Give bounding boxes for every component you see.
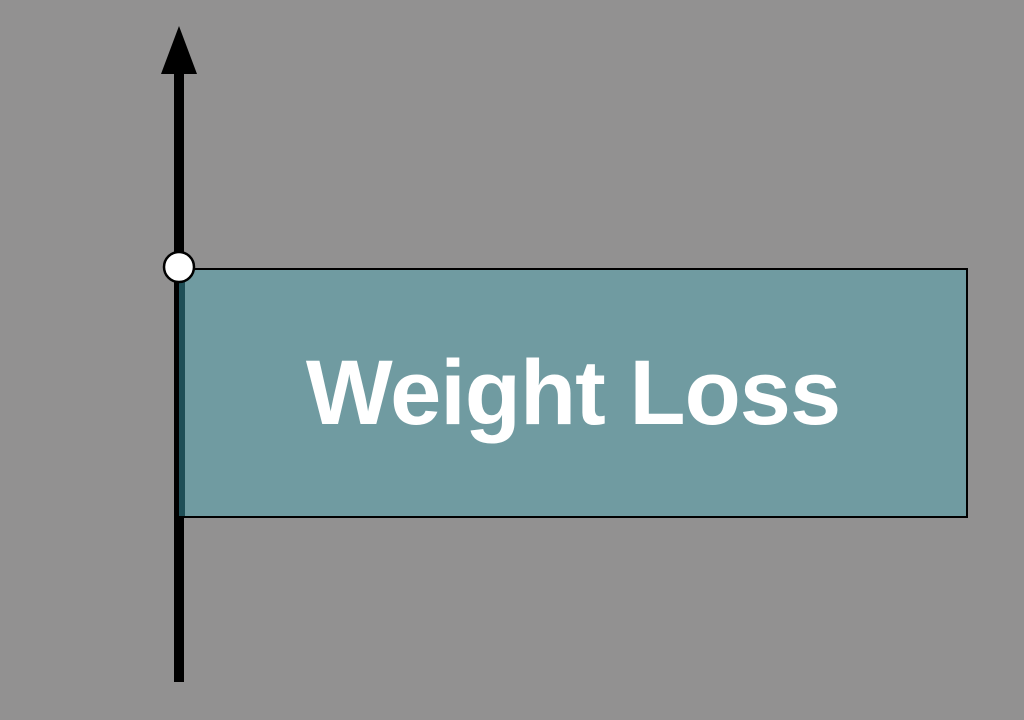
weight-loss-label: Weight Loss — [305, 342, 841, 444]
arrow-up-icon — [161, 26, 197, 74]
weight-loss-box: Weight Loss — [178, 268, 968, 518]
circle-marker-icon — [162, 250, 196, 284]
